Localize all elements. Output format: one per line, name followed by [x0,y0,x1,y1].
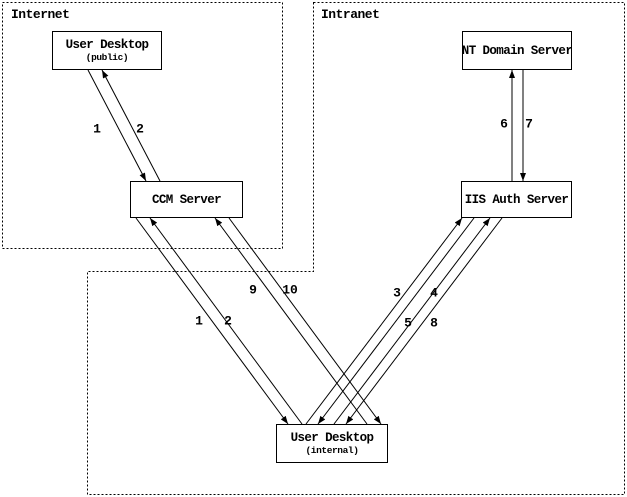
zone-internet-border [2,2,283,249]
node-user-desktop-internal: User Desktop (internal) [276,424,388,463]
node-title: CCM Server [151,192,222,207]
node-title: IIS Auth Server [464,192,569,207]
node-subtitle: (public) [85,52,129,63]
edge-label-msg2-ccm-to-public: 2 [136,122,144,137]
edge-label-msg2-internal-to-ccm: 2 [224,314,232,329]
edge-label-msg10-ccm-to-internal: 10 [282,283,298,298]
node-title: User Desktop [290,431,374,445]
node-user-desktop-public: User Desktop (public) [52,31,162,70]
node-title: NT Domain Server [461,43,573,58]
edge-label-msg1-public-to-ccm: 1 [93,122,101,137]
zone-intranet-border [87,2,625,495]
edge-label-msg6-iis-to-nt: 6 [500,117,508,132]
edge-label-msg1-ccm-to-internal: 1 [195,314,203,329]
edge-label-msg7-nt-to-iis: 7 [525,117,533,132]
edge-msg10-ccm-to-internal [228,217,382,425]
edge-msg1-public-to-ccm [87,69,147,182]
zone-label-internet: Internet [11,7,70,22]
edge-label-msg9-internal-to-ccm: 9 [249,283,257,298]
edge-msg4-iis-to-internal [317,217,475,425]
edge-msg9-internal-to-ccm [214,217,368,425]
edge-msg3-internal-to-iis [305,217,463,425]
node-nt-domain-server: NT Domain Server [461,31,573,70]
edge-label-msg5-internal-to-iis: 5 [404,316,412,331]
edge-label-msg3-internal-to-iis: 3 [393,286,401,301]
node-title: User Desktop [65,38,149,52]
node-ccm-server: CCM Server [130,181,243,218]
edge-msg2-ccm-to-public [101,69,161,182]
node-iis-auth-server: IIS Auth Server [461,181,572,218]
edge-msg8-iis-to-internal [345,217,503,425]
zone-label-intranet: Intranet [321,7,380,22]
node-subtitle: (internal) [305,445,359,456]
edge-label-msg8-iis-to-internal: 8 [430,316,438,331]
edge-msg2-internal-to-ccm [149,217,303,425]
edge-msg1-ccm-to-internal [135,217,289,425]
edge-label-msg4-iis-to-internal: 4 [430,286,438,301]
edge-msg5-internal-to-iis [333,217,491,425]
